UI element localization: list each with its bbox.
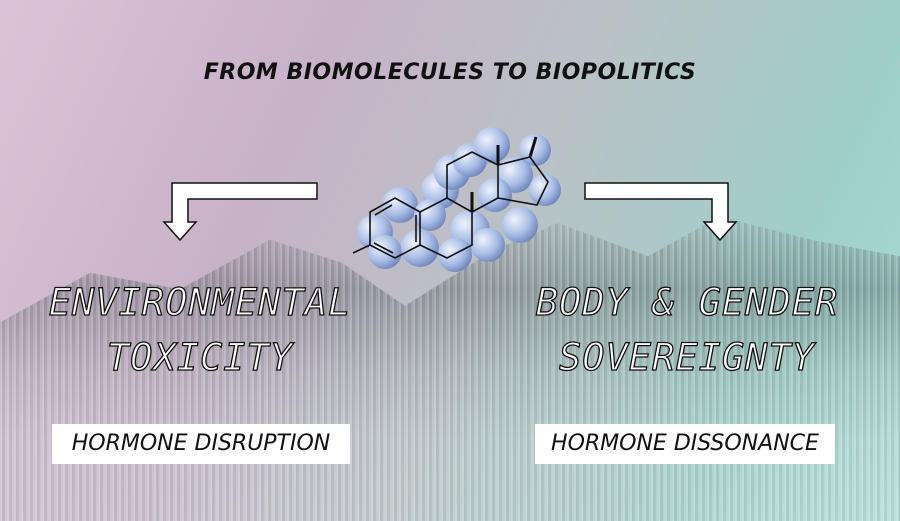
right-arrow-icon <box>584 182 738 242</box>
heading-line: ENVIRONMENTAL <box>48 280 352 324</box>
environmental-toxicity-heading: ENVIRONMENTAL TOXICITY <box>25 275 375 385</box>
page-title: FROM BIOMOLECULES TO BIOPOLITICS <box>203 60 697 85</box>
body-gender-sovereignty-heading: BODY & GENDER SOVEREIGNTY <box>512 275 862 385</box>
hormone-disruption-label: HORMONE DISRUPTION <box>52 424 350 464</box>
steroid-molecule-icon <box>352 127 561 272</box>
left-arrow-icon <box>162 182 318 242</box>
heading-line: BODY & GENDER <box>535 280 839 324</box>
heading-line: TOXICITY <box>106 335 294 379</box>
heading-line: SOVEREIGNTY <box>558 335 816 379</box>
hormone-dissonance-label: HORMONE DISSONANCE <box>535 424 835 464</box>
